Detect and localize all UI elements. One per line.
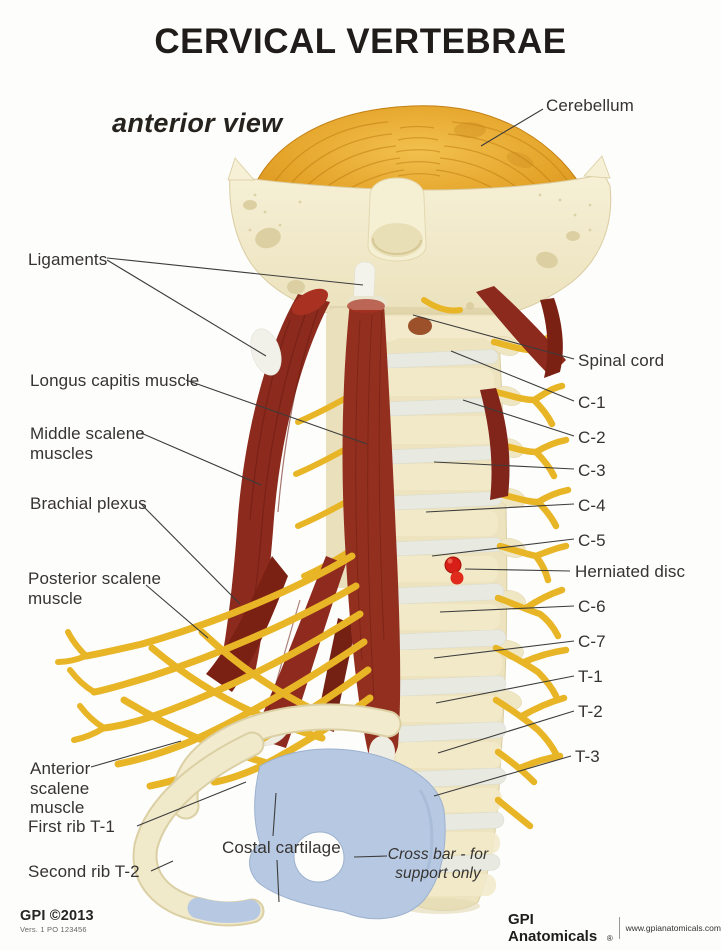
left-muscles-model: [206, 288, 356, 748]
label-first-rib-t1: First rib T-1: [28, 817, 115, 836]
footer-version: Vers. 1 PO 123456: [20, 925, 87, 934]
label-second-rib-t2: Second rib T-2: [28, 862, 140, 881]
leader-c6: [439, 605, 575, 613]
leader-cerebellum: [480, 108, 544, 147]
label-ligaments: Ligaments: [28, 250, 108, 269]
leader-t3: [433, 755, 572, 797]
page-title: CERVICAL VERTEBRAE: [154, 22, 567, 61]
footer-right: GPI Anatomicals ® www.gpianatomicals.com: [508, 911, 721, 945]
label-c2: C-2: [578, 428, 606, 447]
leader-anterior-scalene: [90, 740, 182, 768]
label-c4: C-4: [578, 496, 606, 515]
ribs-model: [132, 703, 402, 927]
label-herniated-disc: Herniated disc: [575, 562, 686, 581]
label-t3: T-3: [575, 747, 600, 766]
skull-base-model: [227, 155, 612, 337]
leader-c3: [433, 461, 575, 470]
label-t2: T-2: [578, 702, 603, 721]
leader-t2: [437, 710, 575, 754]
leader-herniated-disc: [464, 568, 571, 572]
vertebral-column-model: [326, 308, 526, 914]
leader-costal-lower: [276, 859, 280, 903]
leader-ligaments-upper: [106, 257, 364, 286]
label-anterior-scalene-muscle: Anterior scalene muscle: [30, 759, 91, 818]
leader-middle-scalene: [140, 432, 262, 486]
label-c7: C-7: [578, 632, 606, 651]
registered-trademark-symbol: ®: [606, 934, 613, 943]
label-c1: C-1: [578, 393, 606, 412]
leader-costal-upper: [272, 792, 277, 837]
leader-first-rib: [136, 781, 247, 827]
ligaments-model: [352, 261, 376, 319]
leader-longus-capitis: [185, 379, 368, 445]
footer-copyright: GPI ©2013: [20, 908, 94, 924]
costal-cartilage-model: [249, 748, 446, 920]
label-t1: T-1: [578, 667, 603, 686]
footer-divider: [618, 917, 620, 939]
leader-c1: [450, 350, 575, 402]
leader-ligaments-lower: [106, 259, 267, 357]
footer-company: GPI Anatomicals: [508, 911, 598, 945]
label-c6: C-6: [578, 597, 606, 616]
footer-left: GPI ©2013 Vers. 1 PO 123456: [20, 908, 94, 934]
label-longus-capitis-muscle: Longus capitis muscle: [30, 371, 200, 390]
leader-c7: [433, 640, 575, 659]
label-middle-scalene-muscles: Middle scalene muscles: [30, 424, 145, 463]
leader-spinal-cord: [412, 314, 575, 360]
label-posterior-scalene-muscle: Posterior scalene muscle: [28, 569, 162, 608]
longus-capitis-model: [342, 296, 401, 768]
cerebellum-model: [249, 105, 589, 225]
label-brachial-plexus: Brachial plexus: [30, 494, 147, 513]
right-muscles-model: [476, 286, 566, 500]
leader-c4: [425, 503, 575, 513]
leader-second-rib: [150, 860, 174, 872]
footer-website: www.gpianatomicals.com: [625, 923, 721, 933]
label-cerebellum: Cerebellum: [546, 96, 634, 115]
leader-t1: [435, 675, 575, 704]
nerves-model: [293, 297, 572, 830]
label-c3: C-3: [578, 461, 606, 480]
view-label: anterior view: [112, 108, 283, 138]
herniated-disc-model: [444, 556, 464, 585]
leader-c2: [462, 399, 575, 437]
label-spinal-cord: Spinal cord: [578, 351, 665, 370]
label-costal-cartilage: Costal cartilage: [222, 838, 341, 857]
label-c5: C-5: [578, 531, 606, 550]
label-cross-bar: Cross bar - for support only: [387, 846, 489, 882]
leader-c5: [431, 538, 575, 557]
